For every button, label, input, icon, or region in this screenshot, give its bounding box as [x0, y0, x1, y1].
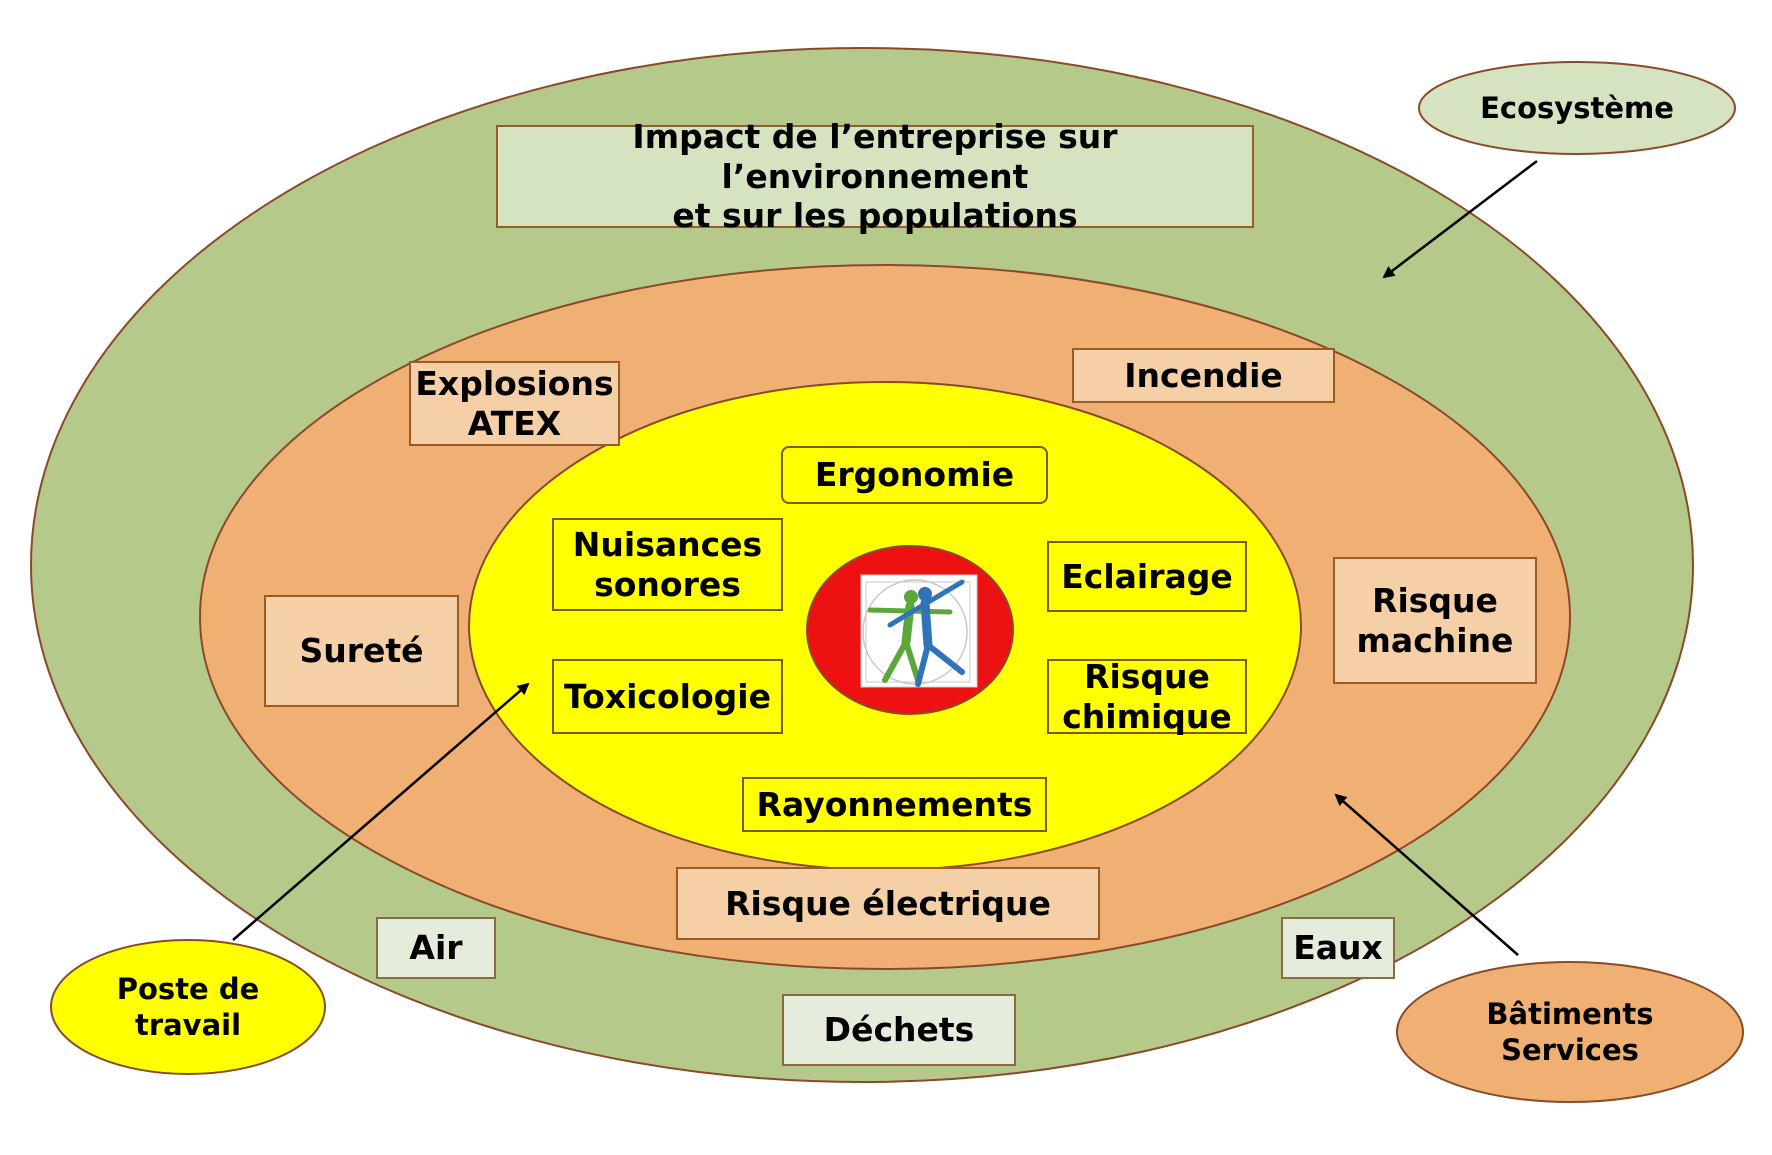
arrow-poste: [232, 682, 530, 941]
label-toxicologie: Toxicologie: [552, 659, 783, 734]
arrow-ecosysteme: [1382, 160, 1538, 279]
callout-ecosysteme-shape: [1418, 61, 1736, 155]
callout-poste-label: Poste de travail: [116, 971, 260, 1042]
label-dechets: Déchets: [782, 994, 1016, 1066]
label-ergonomie: Ergonomie: [781, 446, 1048, 504]
callout-batiments-label: Bâtiments Services: [1486, 996, 1654, 1067]
callout-poste-shape: [50, 939, 326, 1075]
callout-ecosysteme-label: Ecosystème: [1480, 90, 1674, 125]
title-impact-box: Impact de l’entreprise sur l’environneme…: [496, 117, 1254, 235]
callout-batiments-shape: [1396, 961, 1744, 1103]
label-surete: Sureté: [264, 595, 459, 707]
title-impact-line2: et sur les populations: [672, 196, 1078, 236]
arrow-batiments: [1334, 793, 1519, 956]
label-risque-electrique: Risque électrique: [676, 867, 1100, 940]
people-figure-icon: [860, 574, 978, 688]
label-eclairage: Eclairage: [1047, 541, 1247, 612]
label-nuisances-sonores: Nuisances sonores: [552, 518, 783, 611]
label-explosions-atex: Explosions ATEX: [409, 361, 620, 446]
label-risque-chimique: Risque chimique: [1047, 657, 1247, 736]
label-rayonnements: Rayonnements: [742, 777, 1047, 832]
label-eaux: Eaux: [1281, 917, 1395, 979]
label-incendie: Incendie: [1072, 348, 1335, 403]
title-impact-line1: Impact de l’entreprise sur l’environneme…: [632, 117, 1118, 196]
label-risque-machine: Risque machine: [1333, 557, 1537, 684]
label-air: Air: [376, 917, 496, 979]
